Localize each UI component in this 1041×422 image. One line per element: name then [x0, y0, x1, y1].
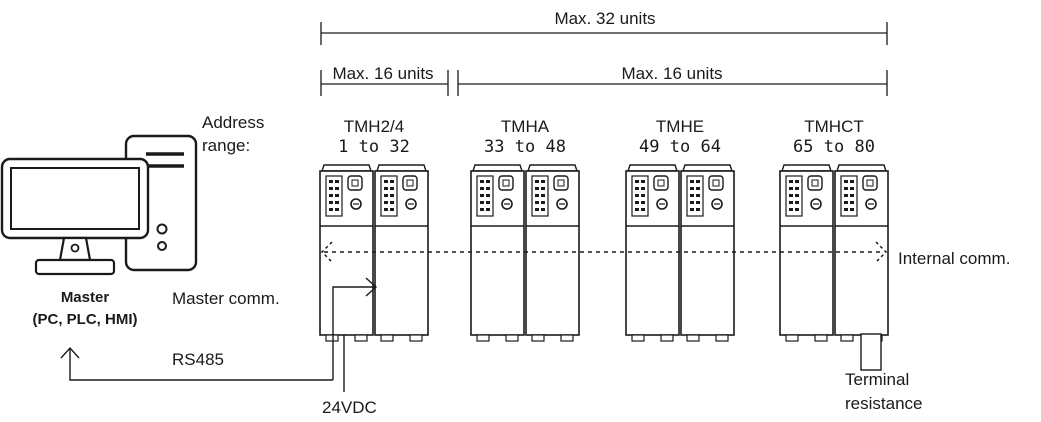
group-range-4: 65 to 80 — [793, 137, 875, 157]
terminal-line1: Terminal — [845, 370, 909, 389]
span-first-label: Max. 16 units — [332, 64, 433, 83]
controller-module — [374, 164, 429, 342]
controller-module — [625, 164, 680, 342]
rs485-line — [60, 346, 333, 381]
controller-module — [779, 164, 834, 342]
address-range-line2: range: — [202, 136, 250, 155]
controller-module — [680, 164, 735, 342]
address-range-line1: Address — [202, 113, 264, 132]
master-comm-label: Master comm. — [172, 289, 280, 308]
terminal-resistor — [860, 333, 882, 371]
span-first — [320, 70, 449, 96]
terminal-line2: resistance — [845, 394, 922, 413]
modules — [319, 164, 889, 342]
power-label: 24VDC — [322, 398, 377, 417]
controller-module — [319, 164, 374, 342]
master-label: Master — [61, 289, 110, 306]
group-range-2: 33 to 48 — [484, 137, 566, 157]
group-name-1: TMH2/4 — [344, 117, 404, 136]
span-total-label: Max. 32 units — [554, 9, 655, 28]
terminal-label: Terminal resistance — [845, 370, 922, 413]
group-name-4: TMHCT — [804, 117, 863, 136]
group-name-2: TMHA — [501, 117, 550, 136]
group-name-3: TMHE — [656, 117, 704, 136]
span-total — [320, 22, 888, 45]
controller-module — [834, 164, 889, 342]
internal-comm-label: Internal comm. — [898, 249, 1010, 268]
master-comm-arrow — [332, 277, 378, 380]
span-second — [457, 70, 888, 96]
group-range-1: 1 to 32 — [338, 137, 410, 157]
controller-module — [525, 164, 580, 342]
controller-module — [470, 164, 525, 342]
group-range-3: 49 to 64 — [639, 137, 721, 157]
address-range-label: Address range: — [202, 113, 269, 155]
rs485-label: RS485 — [172, 350, 224, 369]
internal-comm-line — [320, 241, 888, 263]
master-sublabel: (PC, PLC, HMI) — [33, 311, 138, 328]
span-second-label: Max. 16 units — [621, 64, 722, 83]
master-computer-icon — [0, 134, 198, 276]
